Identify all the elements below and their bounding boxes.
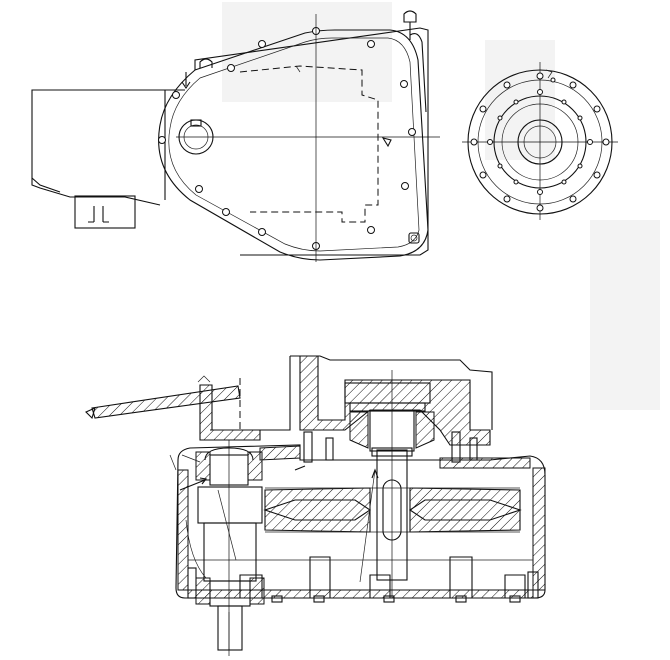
section-bolts	[187, 431, 539, 603]
cover-bolt-holes	[158, 27, 416, 250]
breather-plug	[403, 10, 427, 113]
end-flange-bolt-holes	[470, 72, 610, 212]
end-view	[462, 62, 618, 220]
side-view	[31, 10, 440, 262]
input-shaft	[195, 440, 265, 656]
output-shaft	[344, 370, 435, 598]
leader-arrows	[169, 454, 306, 579]
section-view	[85, 355, 546, 656]
background-shading	[222, 2, 660, 410]
